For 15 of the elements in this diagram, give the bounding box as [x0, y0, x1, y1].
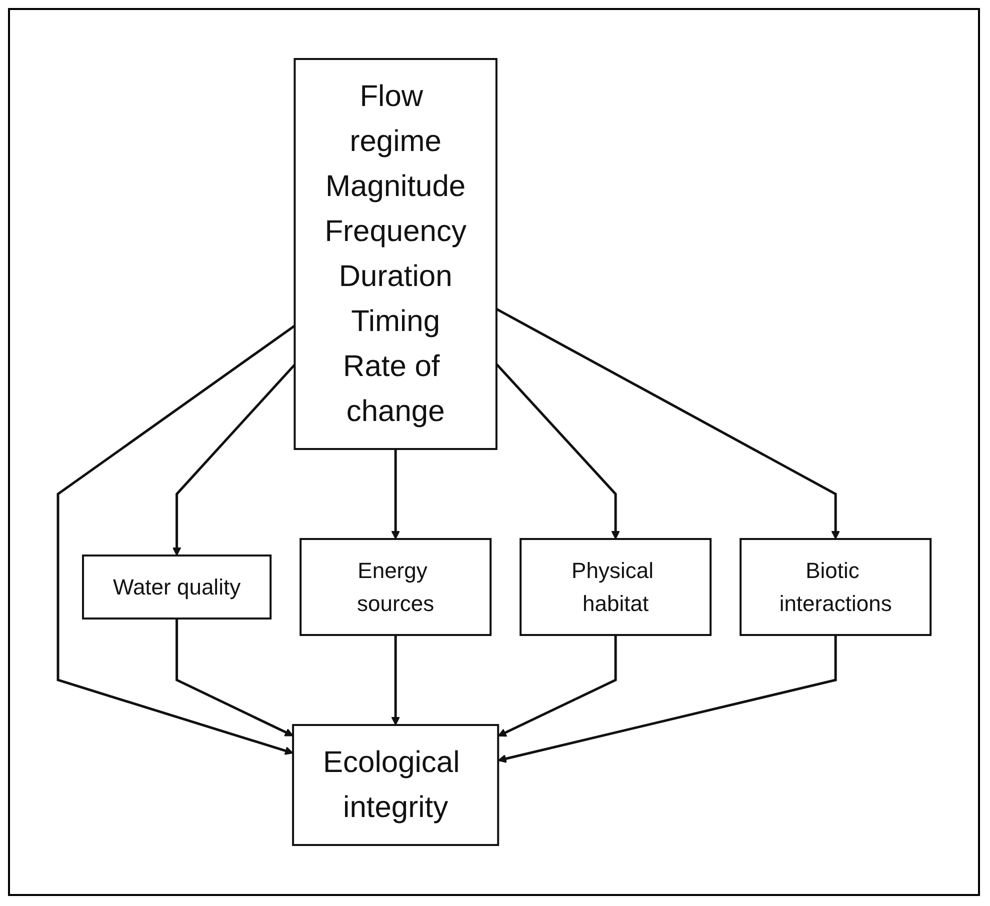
arrow: [497, 635, 837, 763]
arrow: [390, 449, 400, 540]
node-box: Biotic interactions: [739, 538, 932, 636]
node-box: Energy sources: [299, 538, 492, 636]
node-box: Ecological integrity: [292, 724, 499, 846]
arrow: [56, 324, 296, 755]
arrow: [175, 618, 294, 736]
arrow: [496, 308, 840, 540]
node-box: Physical habitat: [519, 538, 712, 636]
arrow: [495, 363, 620, 540]
node-box: Water quality: [82, 554, 272, 620]
arrow: [390, 635, 400, 726]
arrow: [497, 635, 617, 737]
node-box: Flow regime Magnitude Frequency Duration Timing Rate of change: [293, 58, 498, 450]
arrow: [172, 364, 296, 556]
